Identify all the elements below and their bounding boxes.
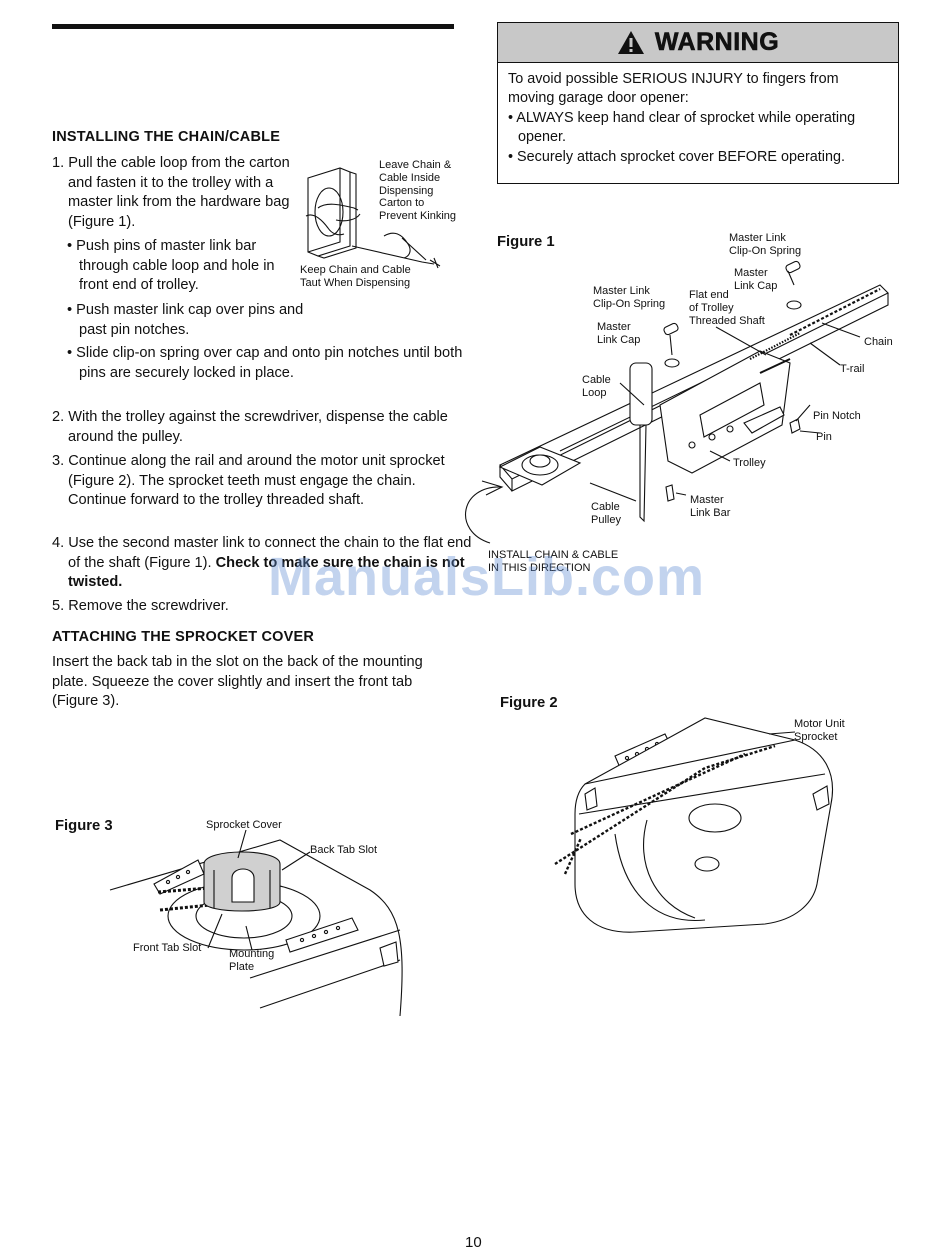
fig3-label-front-tab: Front Tab Slot bbox=[133, 942, 202, 954]
page-number: 10 bbox=[465, 1234, 482, 1251]
fig1-label-cable-loop: Cable Loop bbox=[582, 374, 611, 399]
warning-intro: To avoid possible SERIOUS INJURY to fing… bbox=[508, 71, 839, 107]
figure-1-title: Figure 1 bbox=[497, 234, 555, 250]
fig1-label-pin: Pin bbox=[816, 431, 832, 443]
warning-title: WARNING bbox=[654, 28, 780, 57]
warning-header: WARNING bbox=[498, 23, 898, 63]
step-5: 5. Remove the screwdriver. bbox=[52, 598, 229, 614]
top-rule bbox=[52, 24, 454, 29]
warning-triangle-icon bbox=[617, 31, 644, 54]
fig3-label-mounting-plate: Mounting Plate bbox=[229, 948, 275, 973]
figure-1-diagram bbox=[460, 255, 900, 545]
figure-3-diagram bbox=[110, 830, 410, 1020]
warning-box: WARNING To avoid possible SERIOUS INJURY… bbox=[497, 22, 899, 184]
step-1: 1. Pull the cable loop from the carton a… bbox=[52, 155, 290, 230]
carton-label-keep: Keep Chain and Cable Taut When Dispensin… bbox=[300, 264, 411, 289]
fig1-label-flat-end: Flat end of Trolley Threaded Shaft bbox=[689, 289, 765, 327]
section-sprocket-cover-text: Insert the back tab in the slot on the b… bbox=[52, 654, 423, 710]
section-title-chain-cable: INSTALLING THE CHAIN/CABLE bbox=[52, 129, 281, 145]
fig3-label-back-tab: Back Tab Slot bbox=[310, 844, 378, 856]
fig1-label-mlcs-top: Master Link Clip-On Spring bbox=[729, 232, 802, 257]
figure-2-title: Figure 2 bbox=[500, 695, 558, 711]
step-4: 4. Use the second master link to connect… bbox=[52, 534, 473, 593]
warning-body: To avoid possible SERIOUS INJURY to fing… bbox=[498, 63, 898, 167]
figure-2-diagram bbox=[555, 714, 845, 934]
step-4-text: 4. Use the second master link to connect… bbox=[52, 535, 472, 571]
fig1-label-mlc-left: Master Link Cap bbox=[597, 321, 641, 346]
step-2: 2. With the trolley against the screwdri… bbox=[52, 409, 448, 445]
step-4-bold: Check to make sure the chain is not twis… bbox=[68, 554, 465, 591]
fig1-label-master-link-bar: Master Link Bar bbox=[690, 494, 731, 519]
step-1-bullet-1: • Push pins of master link bar through c… bbox=[67, 238, 275, 294]
step-1-bullet-2: • Push master link cap over pins and pas… bbox=[67, 302, 304, 338]
fig1-label-mlcs-left: Master Link Clip-On Spring bbox=[593, 285, 666, 310]
fig2-label-sprocket: Motor Unit Sprocket bbox=[794, 718, 845, 743]
fig1-label-install-direction: INSTALL CHAIN & CABLE IN THIS DIRECTION bbox=[488, 549, 619, 574]
fig1-label-t-rail: T-rail bbox=[840, 363, 865, 375]
step-3: 3. Continue along the rail and around th… bbox=[52, 453, 445, 509]
step-1-bullet-3: • Slide clip-on spring over cap and onto… bbox=[67, 345, 463, 381]
carton-illustration bbox=[298, 158, 458, 278]
section-title-sprocket-cover: ATTACHING THE SPROCKET COVER bbox=[52, 629, 315, 645]
fig1-label-chain: Chain bbox=[864, 336, 893, 348]
fig3-label-sprocket-cover: Sprocket Cover bbox=[206, 819, 282, 831]
fig1-label-mlc-top: Master Link Cap bbox=[734, 267, 778, 292]
watermark: ManualsLib.com bbox=[268, 547, 706, 607]
fig1-label-pin-notch: Pin Notch bbox=[813, 410, 861, 422]
carton-label-leave: Leave Chain & Cable Inside Dispensing Ca… bbox=[379, 159, 457, 223]
figure-3-title: Figure 3 bbox=[55, 818, 113, 834]
fig1-label-cable-pulley: Cable Pulley bbox=[591, 501, 621, 526]
warning-bullet-1: • ALWAYS keep hand clear of sprocket whi… bbox=[508, 109, 856, 146]
fig1-label-trolley: Trolley bbox=[733, 457, 766, 469]
warning-bullet-2: • Securely attach sprocket cover BEFORE … bbox=[508, 148, 845, 165]
